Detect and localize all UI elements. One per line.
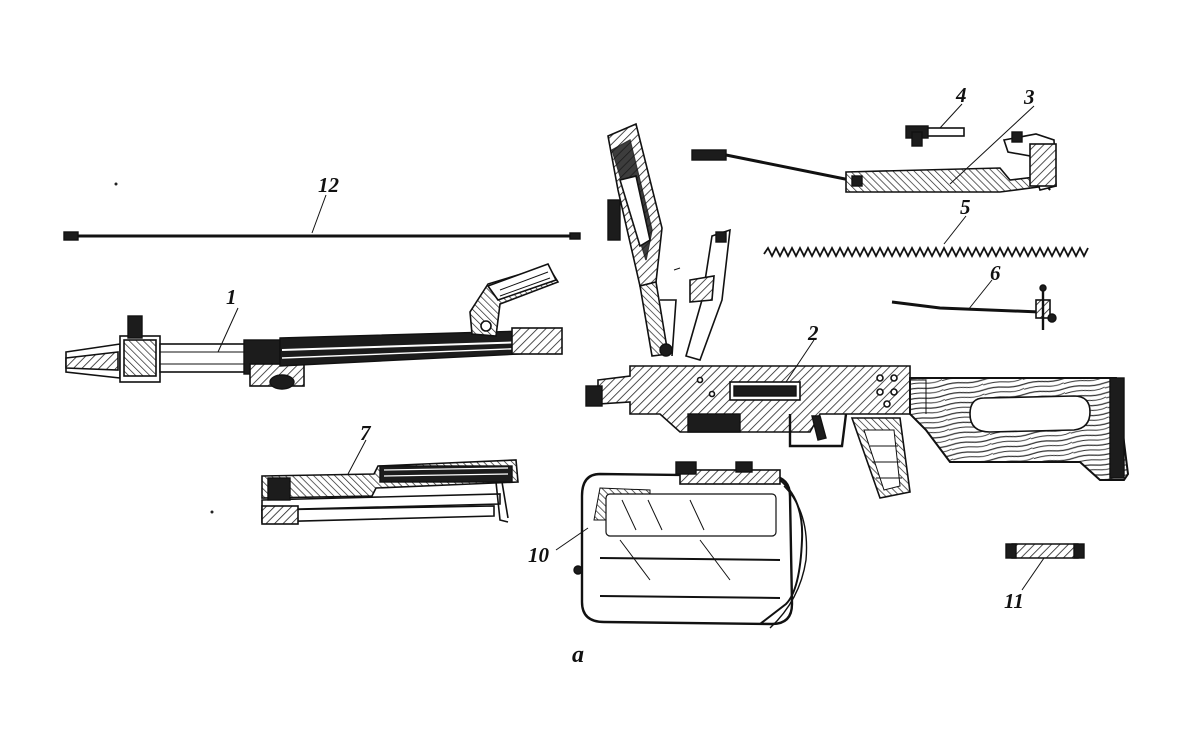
spring-guide-rod: 6 [891, 261, 1057, 330]
pin: 11 [1004, 543, 1085, 613]
label-4: 4 [955, 83, 967, 107]
bolt-carrier: 3 [691, 85, 1057, 193]
label-6: 6 [990, 261, 1001, 285]
ammunition-box: 10 [528, 461, 808, 629]
label-3: 3 [1023, 85, 1035, 109]
label-12: 12 [318, 173, 340, 197]
bipod: 7 [261, 421, 519, 525]
figure-caption: a [572, 642, 584, 668]
stray-mark [114, 182, 118, 186]
stray-mark [673, 267, 681, 271]
cleaning-rod: 12 [63, 173, 581, 241]
firing-pin: 4 [905, 83, 967, 147]
label-11: 11 [1004, 589, 1024, 613]
label-1: 1 [226, 285, 237, 309]
barrel-assembly: 1 [65, 263, 563, 390]
stray-mark [210, 510, 214, 514]
label-5: 5 [960, 195, 971, 219]
label-2: 2 [807, 321, 819, 345]
receiver-group: 2 [585, 122, 1130, 499]
label-10: 10 [528, 543, 550, 567]
recoil-spring: 5 [763, 195, 1089, 259]
label-7: 7 [360, 421, 372, 445]
